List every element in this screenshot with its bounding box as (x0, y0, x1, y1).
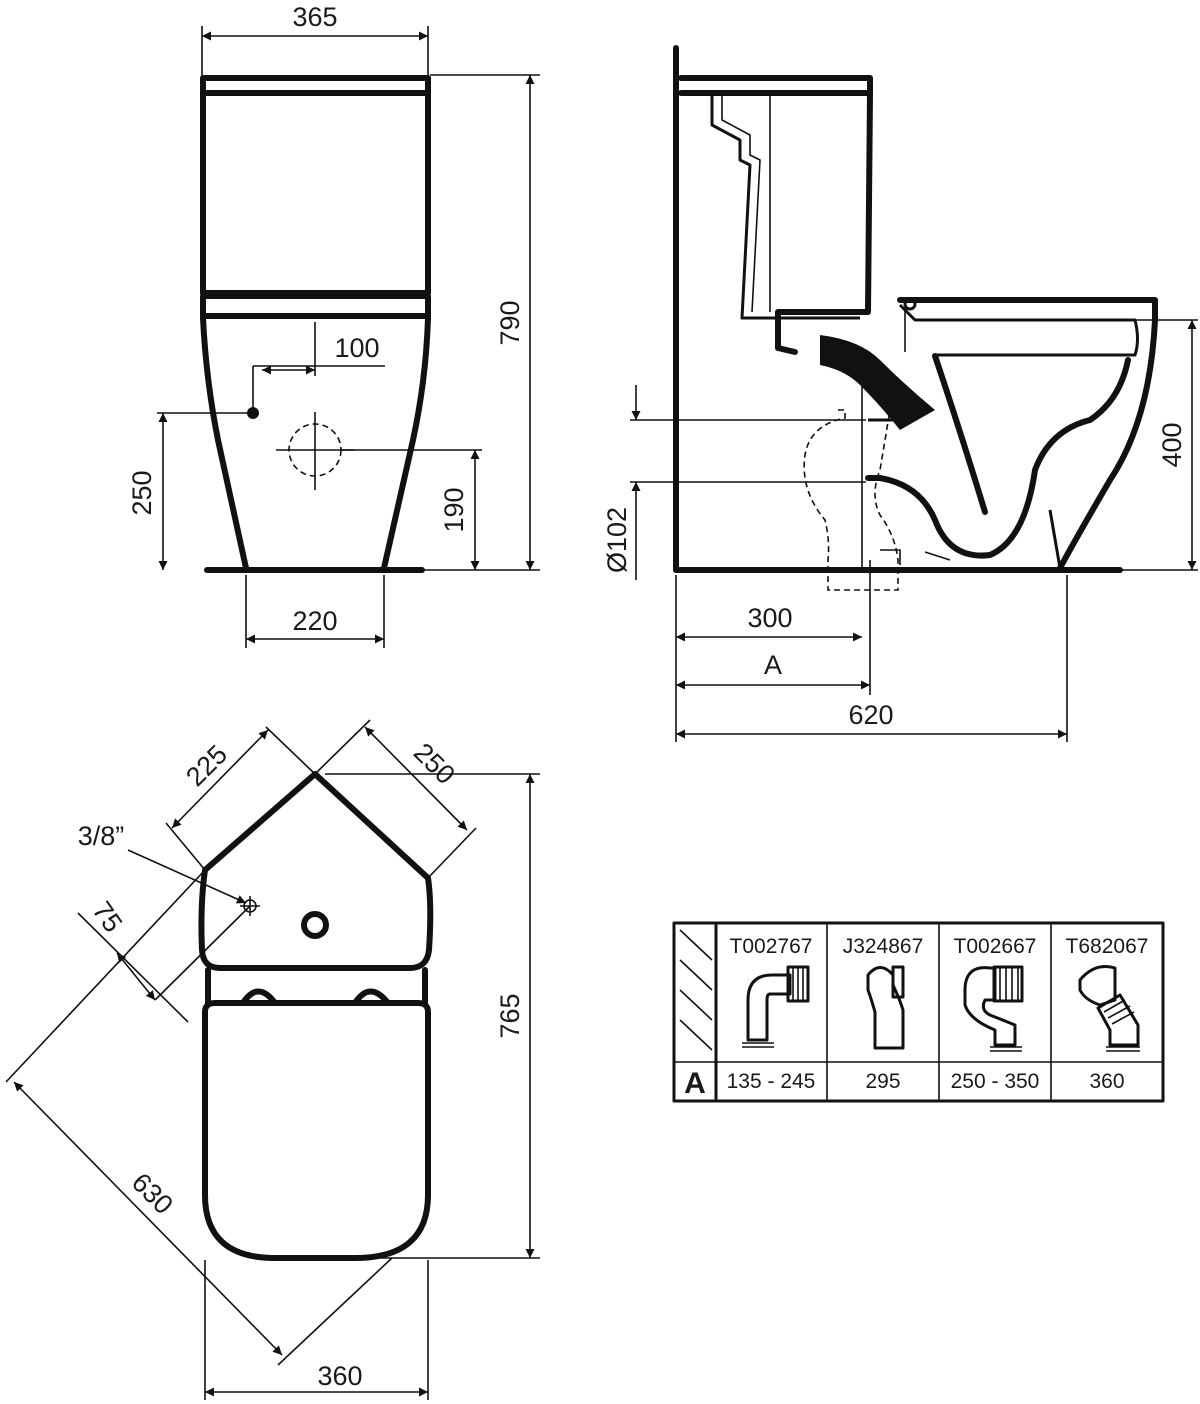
double-elbow-pan-connector-icon (963, 965, 1024, 1052)
offset-pan-connector-icon (866, 965, 905, 1050)
connector-code: T682067 (1066, 935, 1149, 958)
outlet-diameter-dimension: Ø102 (602, 507, 632, 573)
inlet-thread-dimension: 3/8” (78, 821, 125, 851)
front-view: 365 790 100 250 190 220 (127, 2, 540, 648)
top-side-b-dimension: 250 (408, 737, 461, 790)
connector-range: 295 (865, 1070, 900, 1093)
connector-code: T002667 (954, 935, 1037, 958)
elbow-pan-connector-icon (742, 965, 810, 1048)
variable-a-dimension: A (764, 650, 782, 680)
connector-range: 250 - 350 (951, 1070, 1040, 1093)
angled-pan-connector-icon (1078, 965, 1140, 1052)
table-row-label: A (684, 1067, 706, 1100)
seat-height-dimension: 400 (1157, 422, 1187, 467)
inlet-height-dimension: 250 (127, 470, 157, 515)
connector-range: 360 (1089, 1070, 1124, 1093)
connector-code: T002767 (730, 935, 813, 958)
top-width-dimension: 360 (317, 1361, 362, 1391)
inlet-offset-dimension: 100 (334, 333, 379, 363)
connector-code: J324867 (843, 935, 924, 958)
top-depth-dimension: 765 (495, 993, 525, 1038)
top-diagonal-dimension: 630 (126, 1167, 179, 1220)
foot-width-dimension: 220 (292, 606, 337, 636)
top-view: 225 250 3/8” 75 630 765 360 (5, 719, 540, 1400)
connector-table: A T002767 135 - 245 J324867 295 T002667 … (672, 921, 1165, 1103)
outlet-distance-dimension: 300 (747, 603, 792, 633)
connector-range: 135 - 245 (727, 1070, 816, 1093)
side-depth-dimension: 620 (848, 700, 893, 730)
front-height-dimension: 790 (495, 300, 525, 345)
outlet-height-dimension: 190 (439, 487, 469, 532)
top-side-a-dimension: 225 (180, 739, 233, 792)
top-inlet-offset-dimension: 75 (86, 896, 128, 938)
front-width-dimension: 365 (292, 2, 337, 32)
side-view: 400 Ø102 300 A 620 (602, 45, 1198, 742)
